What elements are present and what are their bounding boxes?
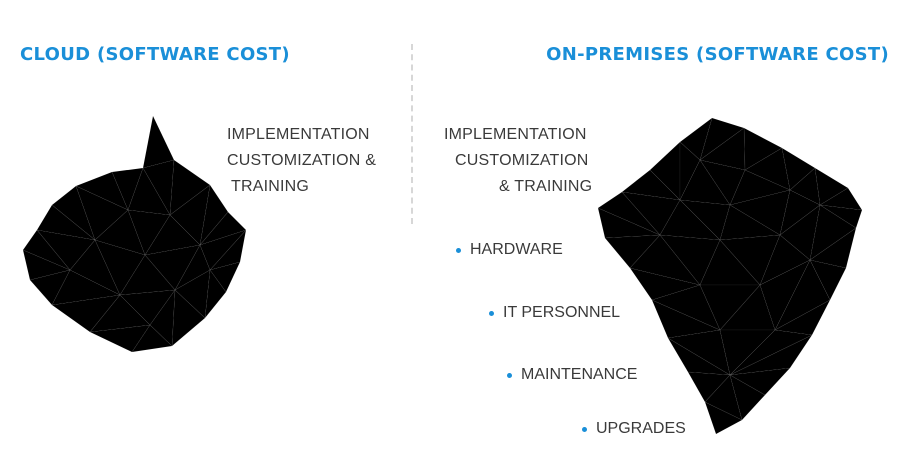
hidden-cost-label: IT PERSONNEL bbox=[503, 304, 621, 321]
hidden-cost-label: UPGRADES bbox=[596, 420, 686, 437]
onprem-line-customization: CUSTOMIZATION bbox=[455, 152, 589, 169]
cloud-line-customization: CUSTOMIZATION & bbox=[227, 152, 377, 169]
hidden-cost-hardware: HARDWARE bbox=[456, 241, 563, 259]
hidden-cost-maintenance: MAINTENANCE bbox=[507, 366, 637, 384]
onprem-iceberg bbox=[597, 117, 863, 435]
bullet-dot-icon bbox=[507, 372, 512, 378]
cloud-cost-list: IMPLEMENTATION CUSTOMIZATION & TRAINING bbox=[227, 122, 376, 200]
bullet-dot-icon bbox=[582, 426, 587, 432]
onprem-cost-list: IMPLEMENTATION CUSTOMIZATION & TRAINING bbox=[444, 122, 592, 200]
onprem-line-implementation: IMPLEMENTATION bbox=[444, 126, 587, 143]
bullet-dot-icon bbox=[456, 247, 461, 253]
onprem-line-training: & TRAINING bbox=[499, 178, 593, 195]
cloud-line-training: TRAINING bbox=[231, 178, 310, 195]
cloud-line-implementation: IMPLEMENTATION bbox=[227, 126, 370, 143]
cloud-iceberg bbox=[22, 115, 247, 353]
iceberg-facet bbox=[131, 324, 173, 353]
bullet-dot-icon bbox=[489, 310, 494, 316]
iceberg-facet bbox=[51, 269, 121, 306]
iceberg-facet bbox=[142, 115, 175, 169]
iceberg-facet bbox=[729, 329, 814, 376]
hidden-cost-label: MAINTENANCE bbox=[521, 366, 638, 383]
hidden-cost-label: HARDWARE bbox=[470, 241, 563, 258]
hidden-cost-it-personnel: IT PERSONNEL bbox=[489, 304, 620, 322]
hidden-cost-upgrades: UPGRADES bbox=[582, 420, 686, 438]
onprem-title: ON-PREMISES (SOFTWARE COST) bbox=[546, 44, 889, 65]
cloud-title: CLOUD (SOFTWARE COST) bbox=[20, 44, 290, 65]
iceberg-facet bbox=[729, 374, 766, 421]
section-divider bbox=[411, 44, 413, 224]
